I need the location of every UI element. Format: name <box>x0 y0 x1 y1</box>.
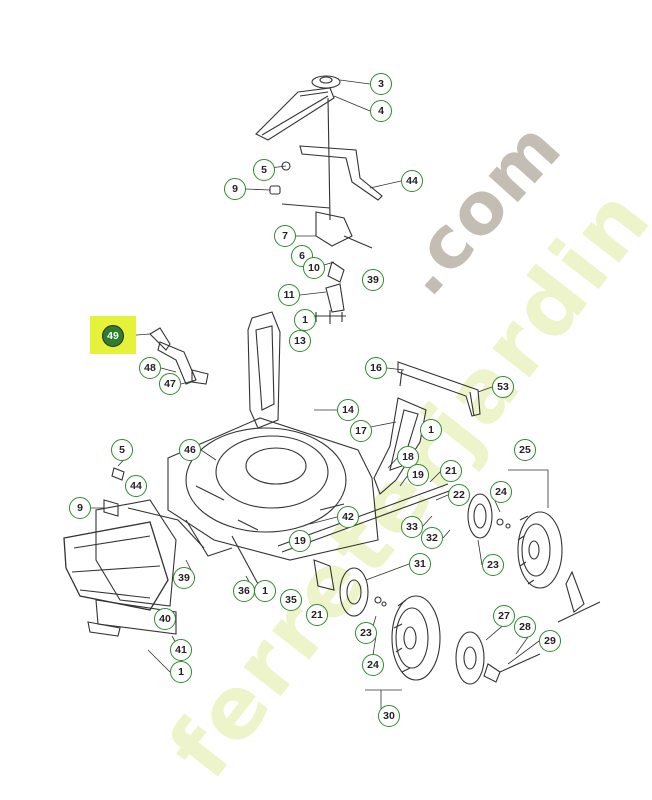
part-callout-5[interactable]: 5 <box>253 159 275 181</box>
part-callout-36[interactable]: 36 <box>233 580 255 602</box>
height-adjust-arm <box>149 311 281 429</box>
part-callout-7[interactable]: 7 <box>274 225 296 247</box>
rear-hubcap <box>467 493 511 539</box>
part-callout-23[interactable]: 23 <box>482 554 504 576</box>
part-callout-17[interactable]: 17 <box>350 420 372 442</box>
part-callout-24[interactable]: 24 <box>490 481 512 503</box>
part-callout-31[interactable]: 31 <box>409 553 431 575</box>
rear-wheel-right <box>517 511 563 589</box>
part-callout-33[interactable]: 33 <box>401 516 423 538</box>
part-callout-49[interactable]: 49 <box>102 325 124 347</box>
part-callout-39[interactable]: 39 <box>362 269 384 291</box>
part-callout-44[interactable]: 44 <box>125 475 147 497</box>
part-callout-27[interactable]: 27 <box>493 605 515 627</box>
part-callout-9[interactable]: 9 <box>69 497 91 519</box>
part-callout-24[interactable]: 24 <box>362 654 384 676</box>
part-callout-41[interactable]: 41 <box>170 639 192 661</box>
part-callout-1[interactable]: 1 <box>420 419 442 441</box>
part-callout-39[interactable]: 39 <box>173 567 195 589</box>
part-callout-42[interactable]: 42 <box>337 506 359 528</box>
front-hubcap <box>339 567 387 617</box>
part-callout-23[interactable]: 23 <box>355 622 377 644</box>
part-callout-10[interactable]: 10 <box>303 257 325 279</box>
part-callout-28[interactable]: 28 <box>514 616 536 638</box>
part-callout-21[interactable]: 21 <box>440 460 462 482</box>
part-callout-30[interactable]: 30 <box>378 705 400 727</box>
front-wheel-left <box>391 595 441 681</box>
part-callout-1[interactable]: 1 <box>254 580 276 602</box>
part-callout-22[interactable]: 22 <box>448 484 470 506</box>
part-callout-3[interactable]: 3 <box>370 73 392 95</box>
part-callout-4[interactable]: 4 <box>370 100 392 122</box>
part-callout-18[interactable]: 18 <box>397 446 419 468</box>
part-callout-19[interactable]: 19 <box>407 464 429 486</box>
mower-deck <box>167 417 379 585</box>
part-callout-5[interactable]: 5 <box>111 439 133 461</box>
part-callout-25[interactable]: 25 <box>514 439 536 461</box>
part-callout-21[interactable]: 21 <box>306 604 328 626</box>
part-callout-35[interactable]: 35 <box>280 589 302 611</box>
part-callout-47[interactable]: 47 <box>159 373 181 395</box>
part-callout-40[interactable]: 40 <box>154 608 176 630</box>
part-callout-11[interactable]: 11 <box>278 284 300 306</box>
part-callout-14[interactable]: 14 <box>337 399 359 421</box>
part-callout-53[interactable]: 53 <box>492 376 514 398</box>
part-callout-1[interactable]: 1 <box>294 309 316 331</box>
part-callout-46[interactable]: 46 <box>179 439 201 461</box>
part-callout-16[interactable]: 16 <box>365 357 387 379</box>
part-callout-32[interactable]: 32 <box>421 527 443 549</box>
part-callout-48[interactable]: 48 <box>139 357 161 379</box>
part-callout-19[interactable]: 19 <box>289 530 311 552</box>
part-callout-1[interactable]: 1 <box>170 661 192 683</box>
wheel-cover-and-cap <box>455 570 601 685</box>
pulley-and-belt <box>255 75 341 141</box>
part-callout-29[interactable]: 29 <box>539 630 561 652</box>
part-callout-9[interactable]: 9 <box>224 178 246 200</box>
part-callout-13[interactable]: 13 <box>289 330 311 352</box>
part-callout-44[interactable]: 44 <box>401 170 423 192</box>
